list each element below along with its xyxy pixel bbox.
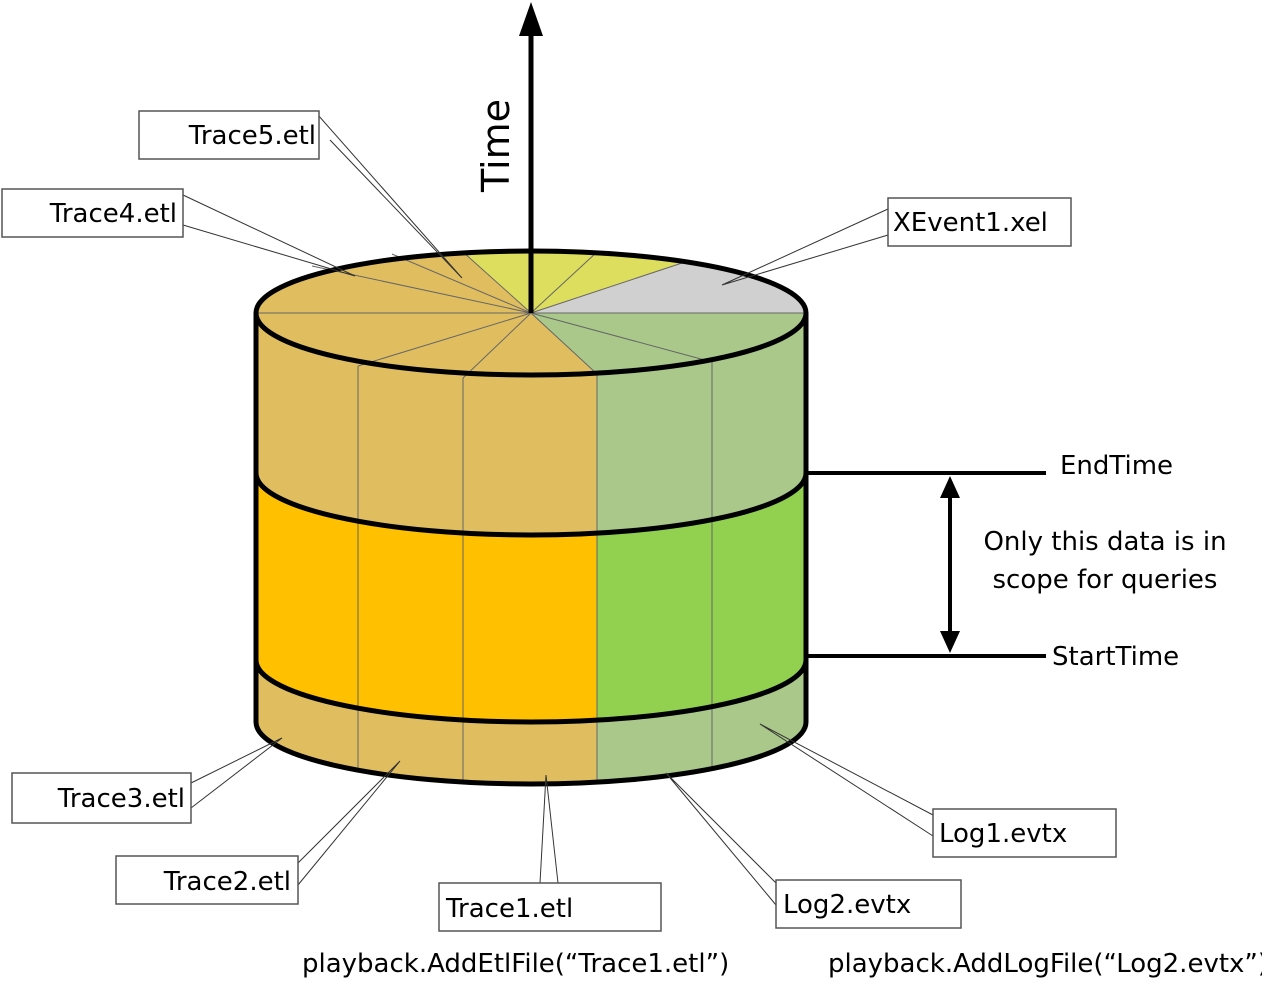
upper-section-etl [255, 313, 597, 536]
top-slice-log [531, 313, 807, 374]
trace1-label: Trace1.etl [445, 894, 573, 924]
callout-trace2: Trace2.etl [115, 760, 401, 905]
trace3-label: Trace3.etl [57, 784, 185, 814]
start-time-label: StartTime [1052, 642, 1179, 672]
time-axis: Time [474, 2, 543, 313]
add-log-code: playback.AddLogFile(“Log2.evtx”) [828, 949, 1262, 979]
callout-log2: Log2.evtx [665, 772, 962, 929]
arrow-up-icon [940, 476, 960, 498]
xevent1-label: XEvent1.xel [893, 208, 1048, 238]
scope-note-line2: scope for queries [993, 565, 1218, 595]
callout-trace4: Trace4.etl [1, 188, 356, 277]
callout-log1: Log1.evtx [759, 723, 1117, 858]
end-time-label: EndTime [1060, 451, 1173, 481]
add-etl-code: playback.AddEtlFile(“Trace1.etl”) [302, 949, 729, 979]
callout-trace5: Trace5.etl [138, 110, 463, 279]
bottom-section-log [597, 660, 807, 783]
time-axis-label: Time [474, 99, 518, 193]
bottom-section-etl [255, 660, 597, 785]
top-slice-trace5 [463, 250, 685, 313]
scope-markers: EndTime StartTime Only this data is in s… [806, 451, 1227, 672]
cylinder-body [253, 313, 809, 787]
trace5-label: Trace5.etl [188, 121, 316, 151]
scope-note-line1: Only this data is in [983, 527, 1226, 557]
top-slice-xevent [531, 262, 806, 313]
arrow-up-icon [519, 2, 543, 36]
callout-trace1: Trace1.etl [438, 774, 662, 932]
callouts: Trace5.etl Trace4.etl XEvent1.xel Trace3… [1, 110, 1117, 932]
middle-section-etl [255, 473, 597, 723]
arrow-down-icon [940, 631, 960, 653]
trace4-label: Trace4.etl [49, 199, 177, 229]
upper-section-log [597, 313, 807, 534]
log1-label: Log1.evtx [939, 819, 1067, 849]
log2-label: Log2.evtx [783, 890, 911, 920]
trace2-label: Trace2.etl [163, 867, 291, 897]
callout-trace3: Trace3.etl [11, 737, 283, 824]
callout-xevent1: XEvent1.xel [721, 197, 1072, 286]
middle-section-log [597, 473, 807, 721]
